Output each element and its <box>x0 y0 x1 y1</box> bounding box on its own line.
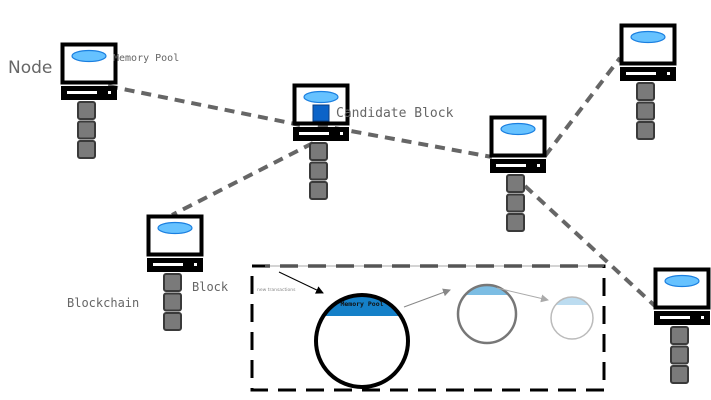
block-icon <box>309 181 328 200</box>
memory-pool-circle-secondary <box>456 283 518 345</box>
monitor-screen <box>60 42 118 85</box>
node-label: Node <box>8 58 52 78</box>
block-icon <box>506 213 525 232</box>
candidate-block-icon <box>312 104 330 122</box>
block-icon <box>670 365 689 384</box>
block-icon <box>163 273 182 292</box>
block-icon <box>636 101 655 121</box>
memory-pool-icon <box>630 30 666 44</box>
block-icon <box>636 82 655 101</box>
computer-node <box>619 23 677 140</box>
memory-pool-icon <box>303 90 339 104</box>
drive-slot-icon <box>67 91 97 94</box>
block-icon <box>309 142 328 161</box>
monitor-screen <box>619 23 677 66</box>
computer-node <box>146 214 204 331</box>
connection-line <box>317 123 493 159</box>
block-icon <box>77 140 96 159</box>
computer-node <box>653 267 711 384</box>
block-icon <box>163 312 182 331</box>
block-icon <box>670 345 689 365</box>
block-icon <box>506 193 525 213</box>
power-light-icon <box>108 91 111 94</box>
memory-pool-label: Memory Pool <box>113 53 179 64</box>
power-light-icon <box>537 164 540 167</box>
connections <box>107 56 657 308</box>
memory-pool-circle-tertiary <box>550 296 594 340</box>
block-icon <box>636 121 655 140</box>
block-icon <box>77 120 96 140</box>
drive-slot-icon <box>153 263 183 266</box>
connection-line <box>107 84 301 127</box>
new-transactions-label: new transactions <box>257 287 296 293</box>
memory-pool-inset: new transactions Memory Pool <box>250 264 606 392</box>
power-light-icon <box>340 132 343 135</box>
power-light-icon <box>667 72 670 75</box>
memory-pool-icon <box>664 274 700 288</box>
block-icon <box>670 326 689 345</box>
memory-pool-icon <box>500 122 536 136</box>
power-light-icon <box>701 316 704 319</box>
drive-slot-icon <box>660 316 690 319</box>
memory-pool-icon <box>71 49 107 63</box>
power-light-icon <box>194 263 197 266</box>
block-icon <box>506 174 525 193</box>
connection-line <box>523 184 657 308</box>
memory-pool-circle-primary: Memory Pool <box>314 293 410 389</box>
connection-line <box>171 141 314 217</box>
drive-slot-icon <box>299 132 329 135</box>
propagation-arrow <box>403 288 451 308</box>
block-icon <box>163 292 182 312</box>
computer-node <box>60 42 118 159</box>
memory-pool-fill-band <box>551 297 593 305</box>
nodes-layer <box>60 23 711 384</box>
memory-pool-fill-band <box>458 285 516 295</box>
inset-memory-pool-label: Memory Pool <box>340 300 383 308</box>
blockchain-label: Blockchain <box>67 296 139 310</box>
drive-slot-icon <box>496 164 526 167</box>
block-label: Block <box>192 280 229 294</box>
new-transactions-arrow <box>278 271 324 294</box>
connection-line <box>543 56 622 158</box>
block-icon <box>309 161 328 181</box>
computer-node <box>292 83 350 200</box>
memory-pool-icon <box>157 221 193 235</box>
drive-slot-icon <box>626 72 656 75</box>
block-icon <box>77 101 96 120</box>
propagation-arrow <box>496 287 549 303</box>
candidate-block-label: Candidate Block <box>336 106 454 121</box>
computer-node <box>489 115 547 232</box>
